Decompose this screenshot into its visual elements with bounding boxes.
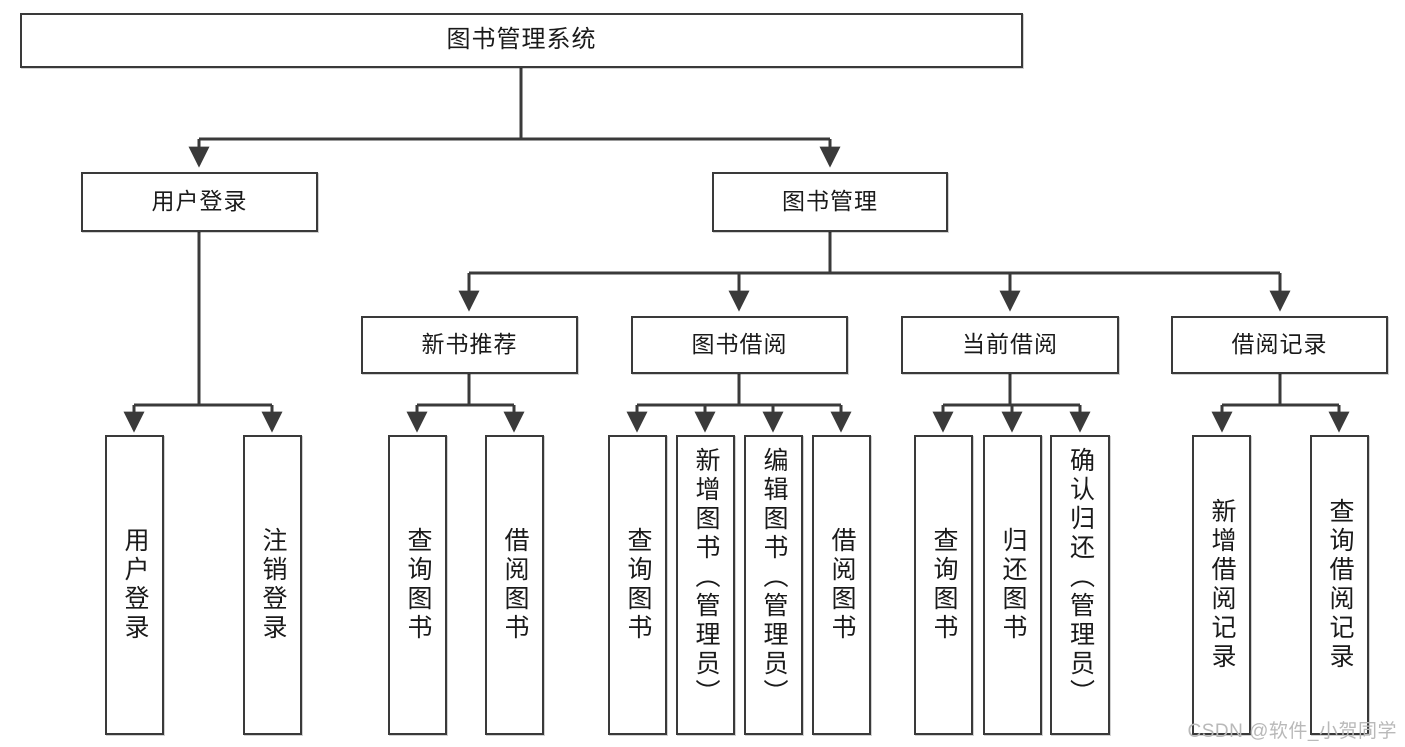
node-book-borrow[interactable]: 图书借阅 bbox=[631, 316, 848, 374]
node-label: 查询图书 bbox=[624, 527, 652, 643]
leaf-record-add-record[interactable]: 新增借阅记录 bbox=[1192, 435, 1251, 735]
leaf-current-query-book[interactable]: 查询图书 bbox=[914, 435, 973, 735]
node-current-borrow[interactable]: 当前借阅 bbox=[901, 316, 1119, 374]
node-label: 新书推荐 bbox=[421, 331, 518, 358]
watermark-text: CSDN @软件_小贺同学 bbox=[1187, 721, 1397, 742]
leaf-borrow-query-book[interactable]: 查询图书 bbox=[608, 435, 667, 735]
node-label: 用户登录 bbox=[121, 527, 149, 643]
node-label: 查询借阅记录 bbox=[1326, 498, 1354, 672]
node-label: 查询图书 bbox=[404, 527, 432, 643]
node-root-system[interactable]: 图书管理系统 bbox=[20, 13, 1023, 68]
leaf-borrow-add-book[interactable]: 新增图书（管理员） bbox=[676, 435, 735, 735]
node-borrow-record[interactable]: 借阅记录 bbox=[1171, 316, 1388, 374]
node-label: 借阅记录 bbox=[1231, 331, 1328, 358]
node-label: 用户登录 bbox=[151, 188, 248, 215]
node-new-book-recommend[interactable]: 新书推荐 bbox=[361, 316, 578, 374]
node-label: 图书管理系统 bbox=[446, 26, 597, 54]
node-label: 借阅图书 bbox=[828, 527, 856, 643]
leaf-recommend-borrow-book[interactable]: 借阅图书 bbox=[485, 435, 544, 735]
node-label: 注销登录 bbox=[259, 527, 287, 643]
leaf-record-query-record[interactable]: 查询借阅记录 bbox=[1310, 435, 1369, 735]
node-label: 新增图书（管理员） bbox=[692, 447, 720, 708]
node-label: 查询图书 bbox=[930, 527, 958, 643]
leaf-user-login-signin[interactable]: 用户登录 bbox=[105, 435, 164, 735]
node-label: 图书管理 bbox=[782, 188, 878, 215]
leaf-borrow-edit-book[interactable]: 编辑图书（管理员） bbox=[744, 435, 803, 735]
node-label: 编辑图书（管理员） bbox=[760, 447, 788, 708]
node-label: 归还图书 bbox=[999, 527, 1027, 643]
node-book-management[interactable]: 图书管理 bbox=[712, 172, 948, 232]
node-label: 借阅图书 bbox=[501, 527, 529, 643]
node-label: 新增借阅记录 bbox=[1208, 498, 1236, 672]
node-label: 确认归还（管理员） bbox=[1066, 447, 1095, 708]
leaf-current-return-book[interactable]: 归还图书 bbox=[983, 435, 1042, 735]
leaf-user-login-signout[interactable]: 注销登录 bbox=[243, 435, 302, 735]
leaf-recommend-query-book[interactable]: 查询图书 bbox=[388, 435, 447, 735]
leaf-borrow-borrow-book[interactable]: 借阅图书 bbox=[812, 435, 871, 735]
node-user-login[interactable]: 用户登录 bbox=[81, 172, 318, 232]
node-label: 当前借阅 bbox=[962, 331, 1058, 358]
node-label: 图书借阅 bbox=[691, 331, 788, 358]
leaf-current-confirm-return[interactable]: 确认归还（管理员） bbox=[1050, 435, 1110, 735]
